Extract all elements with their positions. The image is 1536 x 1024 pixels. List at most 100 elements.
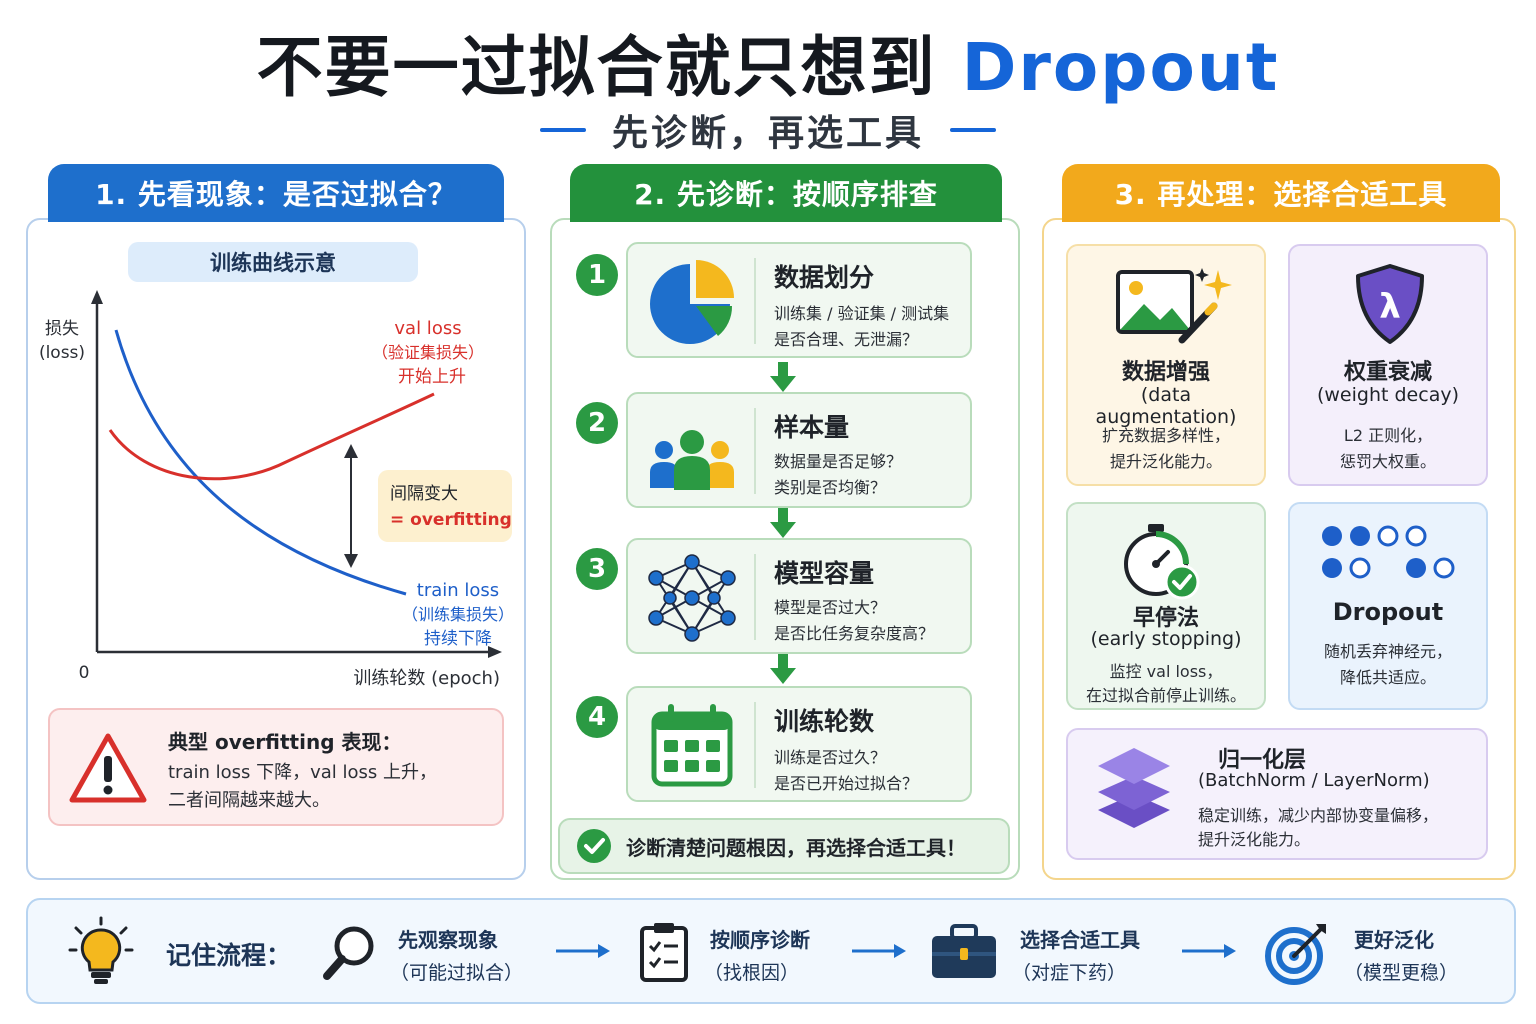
subtitle-text: 先诊断，再选工具 — [611, 113, 924, 154]
flow-step-4-line-1: 更好泛化 — [1354, 928, 1434, 952]
page-title-main: 不要一过拟合就只想到 — [256, 29, 962, 106]
lightbulb-icon — [68, 916, 134, 984]
dropout-dots-icon — [1322, 525, 1455, 579]
flow-step-3-line-1: 选择合适工具 — [1020, 928, 1140, 952]
tool-normalization: 归一化层 (BatchNorm / LayerNorm) 稳定训练，减少内部协变… — [1066, 728, 1488, 860]
dropout-title: Dropout — [1332, 598, 1444, 626]
step-model-capacity: 模型容量 模型是否过大？ 是否比任务复杂度高？ — [626, 538, 972, 654]
flow-step-3-line-2: （对症下药） — [1012, 962, 1127, 984]
train-loss-curve — [114, 329, 407, 596]
val-loss-desc: （验证集损失） — [372, 343, 484, 362]
gap-note-line-1: 间隔变大 — [390, 484, 458, 504]
aug-line-2: 提升泛化能力。 — [1109, 452, 1222, 471]
step-2-line-1: 数据量是否足够？ — [774, 452, 903, 471]
overfitting-warning: 典型 overfitting 表现： train loss 下降，val los… — [48, 708, 504, 826]
check-circle-icon — [577, 829, 611, 863]
flow-arrow-1 — [556, 944, 610, 958]
flow-arrow-2 — [852, 944, 906, 958]
flow-step-2-line-1: 按顺序诊断 — [710, 928, 810, 952]
wd-line-2: 惩罚大权重。 — [1339, 452, 1436, 471]
tab-diagnose: 2. 先诊断：按顺序排查 — [570, 164, 1002, 222]
step-arrow-2 — [770, 508, 796, 538]
x-axis-label: 训练轮数 (epoch) — [353, 668, 500, 689]
lambda-shield-icon: λ — [1356, 264, 1424, 344]
train-loss-label: train loss — [417, 580, 499, 601]
gap-note-line-2: = overfitting — [390, 510, 512, 530]
es-line-2: 在过拟合前停止训练。 — [1085, 686, 1246, 705]
step-3-number: 3 — [576, 548, 618, 590]
x-axis-arrow — [488, 646, 502, 658]
stopwatch-check-icon — [1124, 524, 1200, 600]
flow-label: 记住流程： — [166, 941, 292, 970]
es-line-1: 监控 val loss， — [1109, 662, 1223, 681]
image-magic-wand-icon — [1116, 268, 1232, 344]
step-epochs: 训练轮数 训练是否过久？ 是否已开始过拟合？ — [626, 686, 972, 802]
step-3-title: 模型容量 — [774, 559, 875, 588]
norm-line-2: 提升泛化能力。 — [1198, 830, 1311, 849]
tool-weight-decay: λ 权重衰减 (weight decay) L2 正则化， 惩罚大权重。 — [1288, 244, 1488, 486]
norm-subtitle: (BatchNorm / LayerNorm) — [1198, 770, 1430, 791]
page-title: 不要一过拟合就只想到 Dropout — [0, 14, 1536, 110]
tab-observe: 1. 先看现象：是否过拟合？ — [48, 164, 504, 222]
gap-arrow-head-top — [344, 444, 358, 458]
step-1-title: 数据划分 — [774, 263, 875, 292]
checklist-icon — [640, 923, 688, 982]
origin-label: 0 — [79, 663, 90, 683]
step-divider — [754, 408, 756, 494]
step-data-split: 数据划分 训练集 / 验证集 / 测试集 是否合理、无泄漏？ — [626, 242, 972, 358]
y-axis-label-2: (loss) — [39, 343, 85, 363]
flow-step-1-line-2: （可能过拟合） — [390, 962, 524, 984]
subtitle-dash-right — [950, 128, 996, 132]
lambda-symbol: λ — [1379, 287, 1401, 327]
aug-subtitle: (data augmentation) — [1095, 384, 1237, 428]
step-1-number: 1 — [576, 254, 618, 296]
flow-step-1-line-1: 先观察现象 — [398, 928, 498, 952]
warning-title: 典型 overfitting 表现： — [168, 730, 402, 754]
target-icon — [1265, 924, 1326, 985]
warning-line-2: 二者间隔越来越大。 — [168, 790, 330, 811]
tab-tools: 3. 再处理：选择合适工具 — [1062, 164, 1500, 222]
es-title: 早停法 — [1132, 606, 1199, 631]
step-divider — [754, 702, 756, 788]
calendar-icon — [651, 704, 733, 787]
tool-early-stopping: 早停法 (early stopping) 监控 val loss， 在过拟合前停… — [1066, 502, 1266, 710]
step-2-title: 样本量 — [774, 413, 850, 442]
flow-step-4-line-2: （模型更稳） — [1344, 962, 1459, 984]
step-4-line-1: 训练是否过久？ — [774, 748, 887, 767]
page-title-accent: Dropout — [961, 29, 1280, 106]
es-subtitle: (early stopping) — [1090, 628, 1242, 650]
flow-step-2-line-2: （找根因） — [704, 962, 800, 984]
step-divider — [754, 258, 756, 344]
tool-dropout: Dropout 随机丢弃神经元， 降低共适应。 — [1288, 502, 1488, 710]
y-axis-arrow — [91, 290, 103, 304]
step-3-line-1: 模型是否过大？ — [774, 598, 887, 617]
norm-title: 归一化层 — [1218, 748, 1307, 773]
norm-line-1: 稳定训练，减少内部协变量偏移， — [1198, 806, 1439, 825]
step-4-number: 4 — [576, 696, 618, 738]
step-4-line-2: 是否已开始过拟合？ — [774, 774, 919, 793]
wd-line-1: L2 正则化， — [1343, 426, 1433, 445]
y-axis-label-1: 损失 — [45, 319, 79, 339]
subtitle-dash-left — [539, 128, 586, 132]
layers-stack-icon — [1098, 748, 1170, 828]
aug-line-1: 扩充数据多样性， — [1101, 426, 1230, 445]
step-divider — [754, 554, 756, 640]
gap-arrow-head-bottom — [344, 554, 358, 568]
val-loss-label: val loss — [394, 318, 461, 339]
chart-chip: 训练曲线示意 — [128, 242, 418, 282]
warning-triangle-icon — [69, 733, 147, 803]
neural-network-icon — [648, 554, 736, 642]
dropout-line-1: 随机丢弃神经元， — [1323, 642, 1452, 661]
toolbox-icon — [932, 924, 996, 978]
wd-subtitle: (weight decay) — [1316, 384, 1459, 406]
val-loss-curve — [108, 392, 435, 481]
step-arrow-1 — [770, 362, 796, 392]
train-loss-trend: 持续下降 — [424, 629, 492, 649]
diagnose-summary-text: 诊断清楚问题根因，再选择合适工具！ — [626, 835, 966, 860]
pie-chart-icon — [650, 260, 734, 344]
aug-title: 数据增强 — [1121, 360, 1210, 385]
step-4-title: 训练轮数 — [774, 707, 875, 736]
wd-title: 权重衰减 — [1343, 360, 1432, 385]
gap-note-box — [378, 470, 512, 542]
step-3-line-2: 是否比任务复杂度高？ — [774, 624, 935, 643]
